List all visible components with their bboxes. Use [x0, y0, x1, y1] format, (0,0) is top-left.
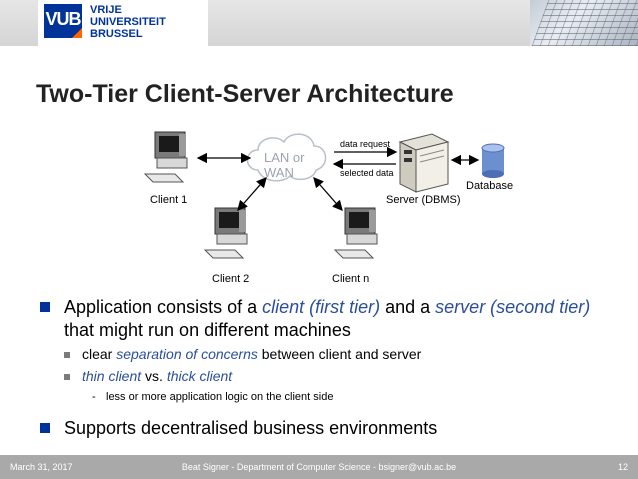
bullet-text: Supports decentralised business environm…	[64, 418, 438, 438]
cloud-label-line: WAN	[264, 165, 294, 180]
bullet-text: and a	[380, 297, 436, 317]
logo-line: BRUSSEL	[90, 28, 143, 40]
bullet-item: Application consists of a client (first …	[40, 296, 620, 342]
logo-wordmark: VRIJE UNIVERSITEIT BRUSSEL	[90, 4, 166, 40]
building-facade	[531, 0, 638, 46]
bullet-list: Application consists of a client (first …	[40, 296, 620, 440]
arrow-cloud-clientn	[313, 177, 343, 211]
database-icon	[481, 143, 505, 178]
square-bullet-icon	[40, 423, 50, 433]
bullet-item: Supports decentralised business environm…	[40, 417, 620, 440]
logo-mark: VUB	[44, 4, 82, 38]
footer-author: Beat Signer - Department of Computer Sci…	[181, 462, 457, 472]
bullet-text: Application consists of a	[64, 297, 263, 317]
bullet-emphasis: client (first tier)	[262, 297, 381, 317]
bullet-emphasis: server (second tier)	[435, 297, 591, 317]
square-bullet-icon	[64, 352, 70, 358]
building-image	[530, 0, 638, 46]
footer-date: March 31, 2017	[10, 462, 73, 472]
logo-mark-text: VUB	[45, 9, 81, 29]
server-label: Server (DBMS)	[386, 194, 461, 206]
footer-bar: March 31, 2017 Beat Signer - Department …	[0, 455, 638, 479]
bullet-text: less or more application logic on the cl…	[106, 391, 334, 403]
diagram-svg	[144, 131, 505, 259]
client-2-computer-icon	[204, 207, 248, 259]
client-1-label: Client 1	[150, 194, 188, 206]
slide-title: Two-Tier Client-Server Architecture	[36, 80, 454, 108]
bullet-text: vs.	[141, 368, 167, 384]
client-n-label: Client n	[332, 273, 370, 285]
sub-bullet-item: clear separation of concerns between cli…	[40, 344, 620, 364]
bullet-text: that might run on different machines	[64, 320, 351, 340]
server-icon	[398, 133, 450, 193]
logo-line: UNIVERSITEIT	[90, 16, 166, 28]
sub-bullet-item: thin client vs. thick client	[40, 366, 620, 386]
dash-bullet: -	[92, 391, 96, 403]
arrow-cloud-client2	[237, 177, 267, 211]
square-bullet-icon	[40, 302, 50, 312]
sub-sub-bullet-item: - less or more application logic on the …	[40, 389, 620, 405]
cloud-label-line: LAN or	[264, 150, 305, 165]
database-label: Database	[466, 180, 514, 192]
architecture-diagram: LAN or WAN data request selected data Cl…	[0, 120, 638, 290]
bullet-emphasis: thin client	[82, 368, 142, 384]
selected-data-label: selected data	[340, 168, 394, 178]
vub-logo: VUB VRIJE UNIVERSITEIT BRUSSEL	[38, 0, 208, 46]
client-n-computer-icon	[334, 207, 378, 259]
data-request-label: data request	[340, 139, 391, 149]
page-number: 12	[617, 462, 628, 472]
bullet-emphasis: separation of concerns	[116, 346, 258, 362]
bullet-emphasis: thick client	[166, 368, 233, 384]
bullet-text: between client and server	[257, 346, 422, 362]
logo-corner-icon	[72, 28, 82, 38]
cloud-icon	[246, 133, 327, 182]
client-2-label: Client 2	[212, 273, 250, 285]
header-band: VUB VRIJE UNIVERSITEIT BRUSSEL	[0, 0, 638, 46]
logo-line: VRIJE	[90, 4, 122, 16]
square-bullet-icon	[64, 374, 70, 380]
cloud-label: LAN or WAN	[264, 150, 324, 180]
client-1-computer-icon	[144, 131, 188, 183]
bullet-text: clear	[82, 346, 117, 362]
